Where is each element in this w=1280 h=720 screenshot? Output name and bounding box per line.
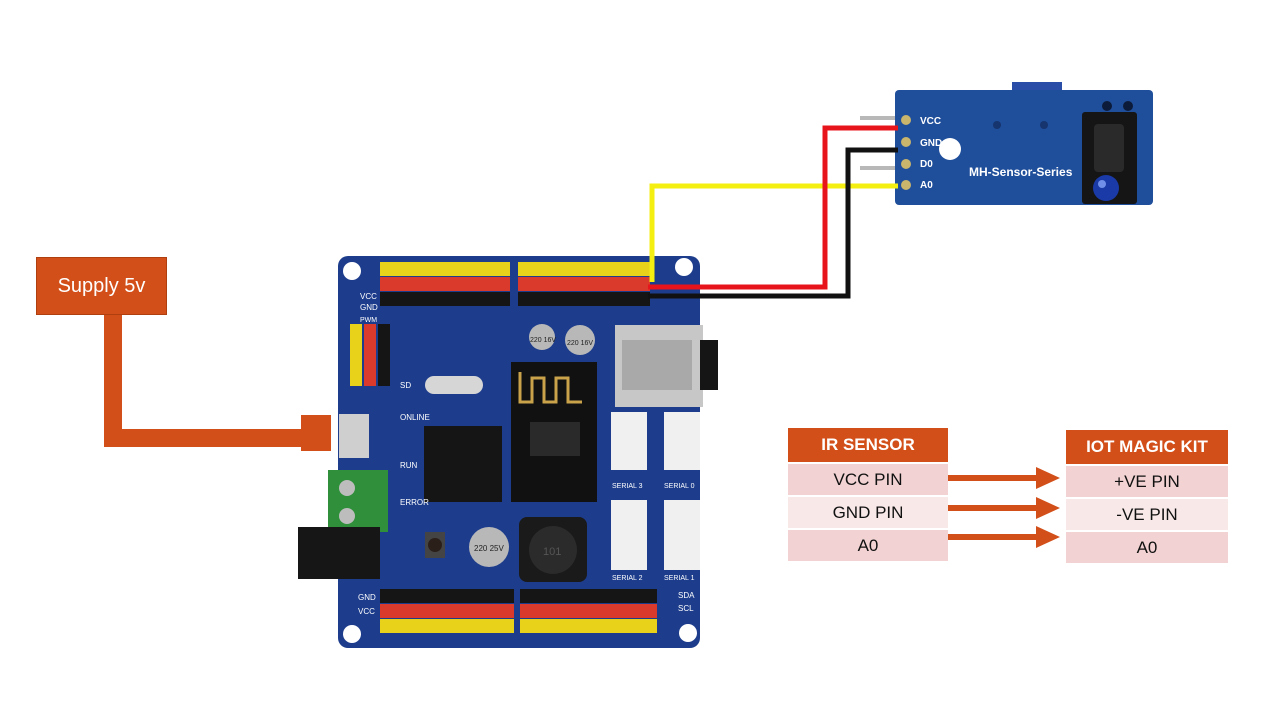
board-label-scl: SCL: [678, 604, 694, 613]
label-run: RUN: [400, 461, 418, 470]
mapping-arrows: [948, 467, 1060, 548]
bottom-header-left: [380, 589, 514, 633]
label-sd: SD: [400, 381, 411, 390]
label-serial0: SERIAL 0: [664, 483, 695, 490]
capacitor-3: [469, 527, 509, 567]
supply-label: Supply 5v: [36, 257, 167, 315]
ir-sensor-module: VCC GND D0 A0 MH-Sensor-Series: [860, 82, 1153, 205]
label-serial1: SERIAL 1: [664, 575, 695, 582]
sensor-pin-a0: A0: [920, 180, 933, 191]
iot-kit-row: +VE PIN: [1066, 466, 1228, 497]
board-label-gnd-bottom: GND: [358, 593, 376, 602]
sensor-pin-d0: D0: [920, 159, 933, 170]
label-error: ERROR: [400, 498, 429, 507]
wire-vcc: [648, 125, 898, 290]
sensor-pin-gnd: GND: [920, 138, 942, 149]
board-label-vcc-top: VCC: [360, 292, 377, 301]
iot-kit-table: IOT MAGIC KIT +VE PIN -VE PIN A0: [1066, 430, 1228, 563]
ir-sensor-header: IR SENSOR: [788, 428, 948, 462]
usb-port: [339, 414, 369, 458]
board-label-vcc-bottom: VCC: [358, 607, 375, 616]
supply-plug: [301, 415, 331, 451]
left-header: [350, 324, 390, 386]
ir-sensor-row: GND PIN: [788, 497, 948, 528]
cap-label-2: 220 16V: [567, 340, 593, 347]
sensor-mount-hole: [939, 138, 961, 160]
board-label-sda: SDA: [678, 591, 695, 600]
wire-signal-a0: [649, 183, 898, 282]
sensor-pin-vcc: VCC: [920, 116, 941, 127]
top-header-right: [518, 262, 650, 306]
serial-connectors: [611, 412, 700, 570]
ir-sensor-row: VCC PIN: [788, 464, 948, 495]
supply-cable: [104, 315, 308, 447]
inductor-label: 101: [543, 546, 561, 558]
ir-sensor-row: A0: [788, 530, 948, 561]
label-serial2: SERIAL 2: [612, 575, 643, 582]
iot-magic-kit-board: VCC GND 220 16V 220 16V 220 25V 101: [298, 256, 718, 648]
screw-terminal: [328, 470, 388, 532]
cap-label-3: 220 25V: [474, 544, 504, 553]
dc-jack: [298, 527, 380, 579]
cap-label-1: 220 16V: [530, 337, 556, 344]
sensor-model: MH-Sensor-Series: [969, 165, 1073, 179]
iot-kit-header: IOT MAGIC KIT: [1066, 430, 1228, 464]
iot-kit-row: A0: [1066, 532, 1228, 563]
label-pwm: PWM: [360, 317, 377, 324]
bottom-header-right: [520, 589, 657, 633]
capacitor-2: [565, 325, 595, 355]
capacitor-1: [529, 324, 555, 350]
label-serial3: SERIAL 3: [612, 483, 643, 490]
board-label-gnd-top: GND: [360, 303, 378, 312]
wire-gnd: [648, 147, 898, 299]
top-header-left: [380, 262, 510, 306]
iot-kit-row: -VE PIN: [1066, 499, 1228, 530]
label-online: ONLINE: [400, 413, 430, 422]
ir-sensor-table: IR SENSOR VCC PIN GND PIN A0: [788, 428, 948, 561]
ir-led: [1093, 175, 1119, 201]
main-chip: [424, 426, 502, 502]
